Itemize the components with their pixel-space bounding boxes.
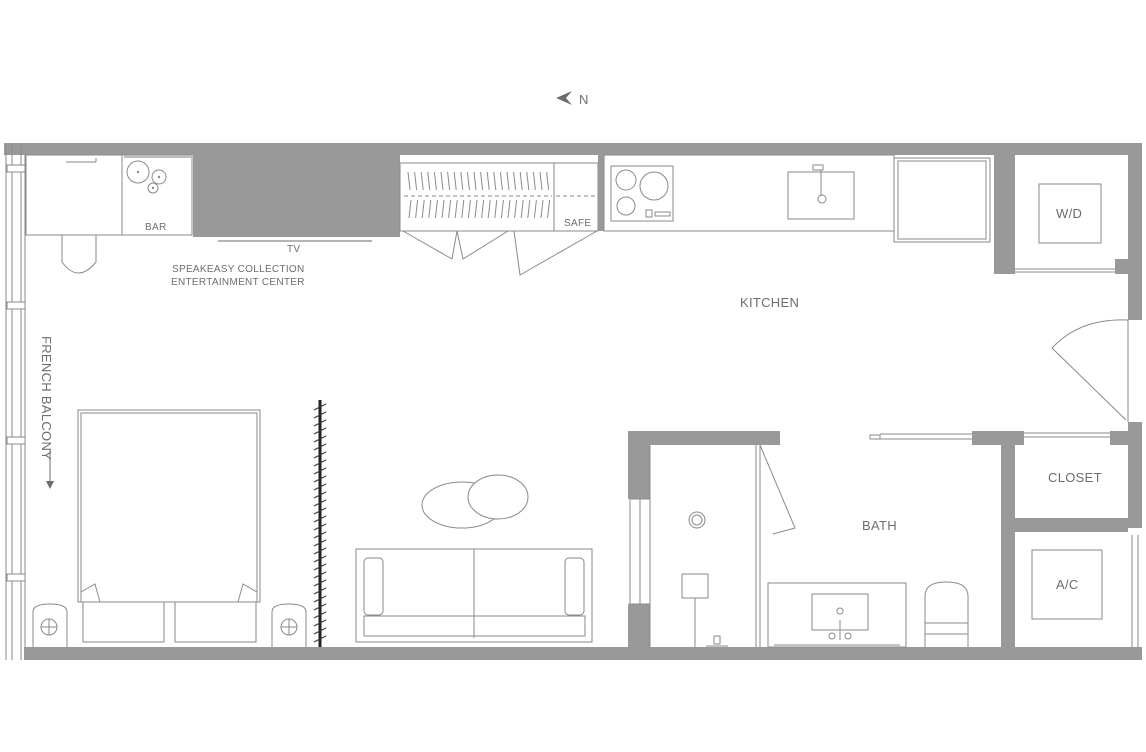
bar-label: BAR (145, 222, 166, 233)
bath-label: BATH (862, 518, 897, 533)
exterior-walls (4, 143, 1142, 660)
ac-label: A/C (1056, 577, 1079, 592)
closet-label: CLOSET (1048, 470, 1102, 485)
wardrobe (399, 155, 604, 276)
kitchen-label: KITCHEN (740, 295, 799, 310)
french-balcony-window (5, 145, 26, 660)
entry-door (1051, 319, 1129, 422)
shower-fixture (681, 573, 728, 647)
bar-cabinet (25, 154, 193, 274)
balcony-label: FRENCH BALCONY (39, 336, 54, 460)
washer-dryer-closet (994, 155, 1128, 274)
refrigerator (893, 157, 991, 243)
nightstand-lamp-right-icon (271, 603, 307, 647)
north-label: N (579, 92, 589, 107)
toilet-icon (924, 581, 969, 647)
bed (77, 409, 261, 643)
entertainment-label-line2: ENTERTAINMENT CENTER (171, 277, 305, 288)
coffee-tables (421, 474, 529, 529)
balcony-arrow-icon (46, 450, 54, 489)
closet-ac-block (1001, 431, 1139, 647)
kitchen-sink-icon (787, 164, 855, 220)
safe-label: SAFE (564, 218, 591, 229)
washer-dryer-label: W/D (1056, 206, 1082, 221)
sofa (355, 548, 593, 643)
room-divider-screen (313, 400, 327, 647)
tv-label: TV (287, 244, 300, 255)
entertainment-center (193, 155, 400, 242)
shower-drain-icon (688, 511, 706, 529)
kitchen-counter (603, 154, 895, 232)
entertainment-label-line1: SPEAKEASY COLLECTION (172, 264, 305, 275)
nightstand-lamp-left-icon (32, 603, 68, 647)
vanity-sink-icon (767, 582, 907, 648)
north-arrow-icon (556, 91, 572, 105)
bathroom (628, 431, 1001, 647)
